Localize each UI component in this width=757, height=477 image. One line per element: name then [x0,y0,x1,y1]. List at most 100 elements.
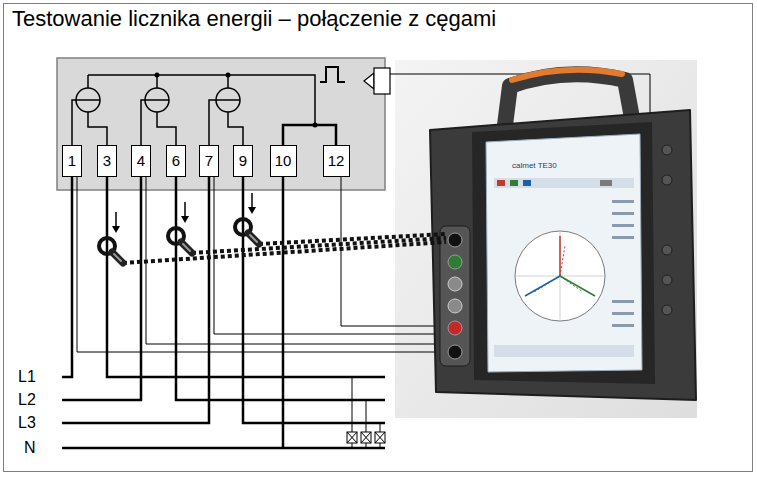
terminal-box: 6 [166,145,186,177]
phasor [560,246,565,276]
coil-symbol [145,88,169,112]
pulse-symbol [320,67,345,82]
input-jack [448,299,462,313]
wire [243,177,385,423]
load-box [347,432,357,443]
wire [77,177,448,352]
wire [72,100,76,145]
input-jack [448,255,462,269]
clamp-leads [123,234,446,263]
diagram-title: Testowanie licznika energii – połączenie… [12,5,496,33]
screen-value [612,200,634,203]
device-button [662,305,672,315]
current-arrow [251,193,253,208]
terminal-box: 7 [199,145,219,177]
junction-dot [155,73,160,78]
device-body [430,110,696,400]
current-arrow [248,207,256,214]
terminal-box: 9 [233,145,253,177]
terminal-box: 12 [323,145,350,177]
phase-label: L1 [18,368,36,386]
coil-symbol [76,88,100,112]
clamp-lead [123,242,446,263]
junction-dot [226,73,231,78]
wire [228,112,243,145]
wire [107,177,385,377]
jack-panel [440,226,470,366]
coil-symbol [216,99,240,101]
wire [62,177,72,377]
current-arrow [181,216,189,223]
coil-symbol [216,88,240,112]
terminal-box: 10 [270,145,297,177]
phasor [560,276,583,292]
clamp-handle [114,254,121,261]
phase-label: N [24,439,36,457]
optical-probe [364,73,374,89]
screen-icon [523,180,531,186]
voltage-leads [77,177,448,352]
terminal-number: 6 [172,152,180,170]
bridge-wire [283,125,336,145]
load-cross [361,432,371,443]
phasor [525,276,560,296]
device-button [662,145,672,155]
screen-value [612,324,634,327]
device-handle [512,70,622,80]
clamp-lead [259,234,446,244]
phasor [534,276,560,292]
current-arrow [112,226,120,233]
load-box [361,432,371,443]
device-button [662,175,672,185]
wire [157,112,176,145]
wire [62,177,141,400]
screen-value [612,224,634,227]
phase-wires [62,177,385,448]
terminal-number: 7 [205,152,213,170]
device-brand: calmet TE30 [512,161,557,170]
terminal-number: 3 [103,152,111,170]
load-cross [347,432,357,443]
load-cross [375,432,385,443]
clamp-lead [192,238,446,253]
screen-value [612,312,634,315]
coil-symbol [76,99,100,101]
wire [146,177,448,344]
current-arrow [184,202,186,217]
frame [4,4,753,472]
wire [88,112,107,145]
phasor [560,276,595,296]
wire [282,177,285,448]
screen-icon [497,180,505,186]
input-jack [448,233,462,247]
load-box [375,432,385,443]
clamp-handle [248,233,259,244]
optical-probe [374,68,390,94]
meter-housing [57,58,385,190]
screen-toolbar [494,178,634,188]
clamp-handle [183,244,190,251]
wire [209,100,216,145]
phase-label: L3 [18,414,36,432]
screen-value [612,300,634,303]
terminal-box: 4 [131,145,151,177]
terminal-box: 1 [62,145,82,177]
screen-value [612,212,634,215]
wire [87,75,89,88]
device-screen [486,134,642,372]
device-button [662,245,672,255]
screen-icon [600,180,612,186]
device-bezel [472,122,655,384]
device-button [662,275,672,285]
clamp-handle [181,242,192,253]
wire [141,100,145,145]
screen-value [612,236,634,239]
clamp-handle [112,252,123,263]
wire [176,177,385,400]
meter-circuit [72,67,345,145]
terminal-number: 12 [328,152,345,170]
input-jack [448,345,462,359]
